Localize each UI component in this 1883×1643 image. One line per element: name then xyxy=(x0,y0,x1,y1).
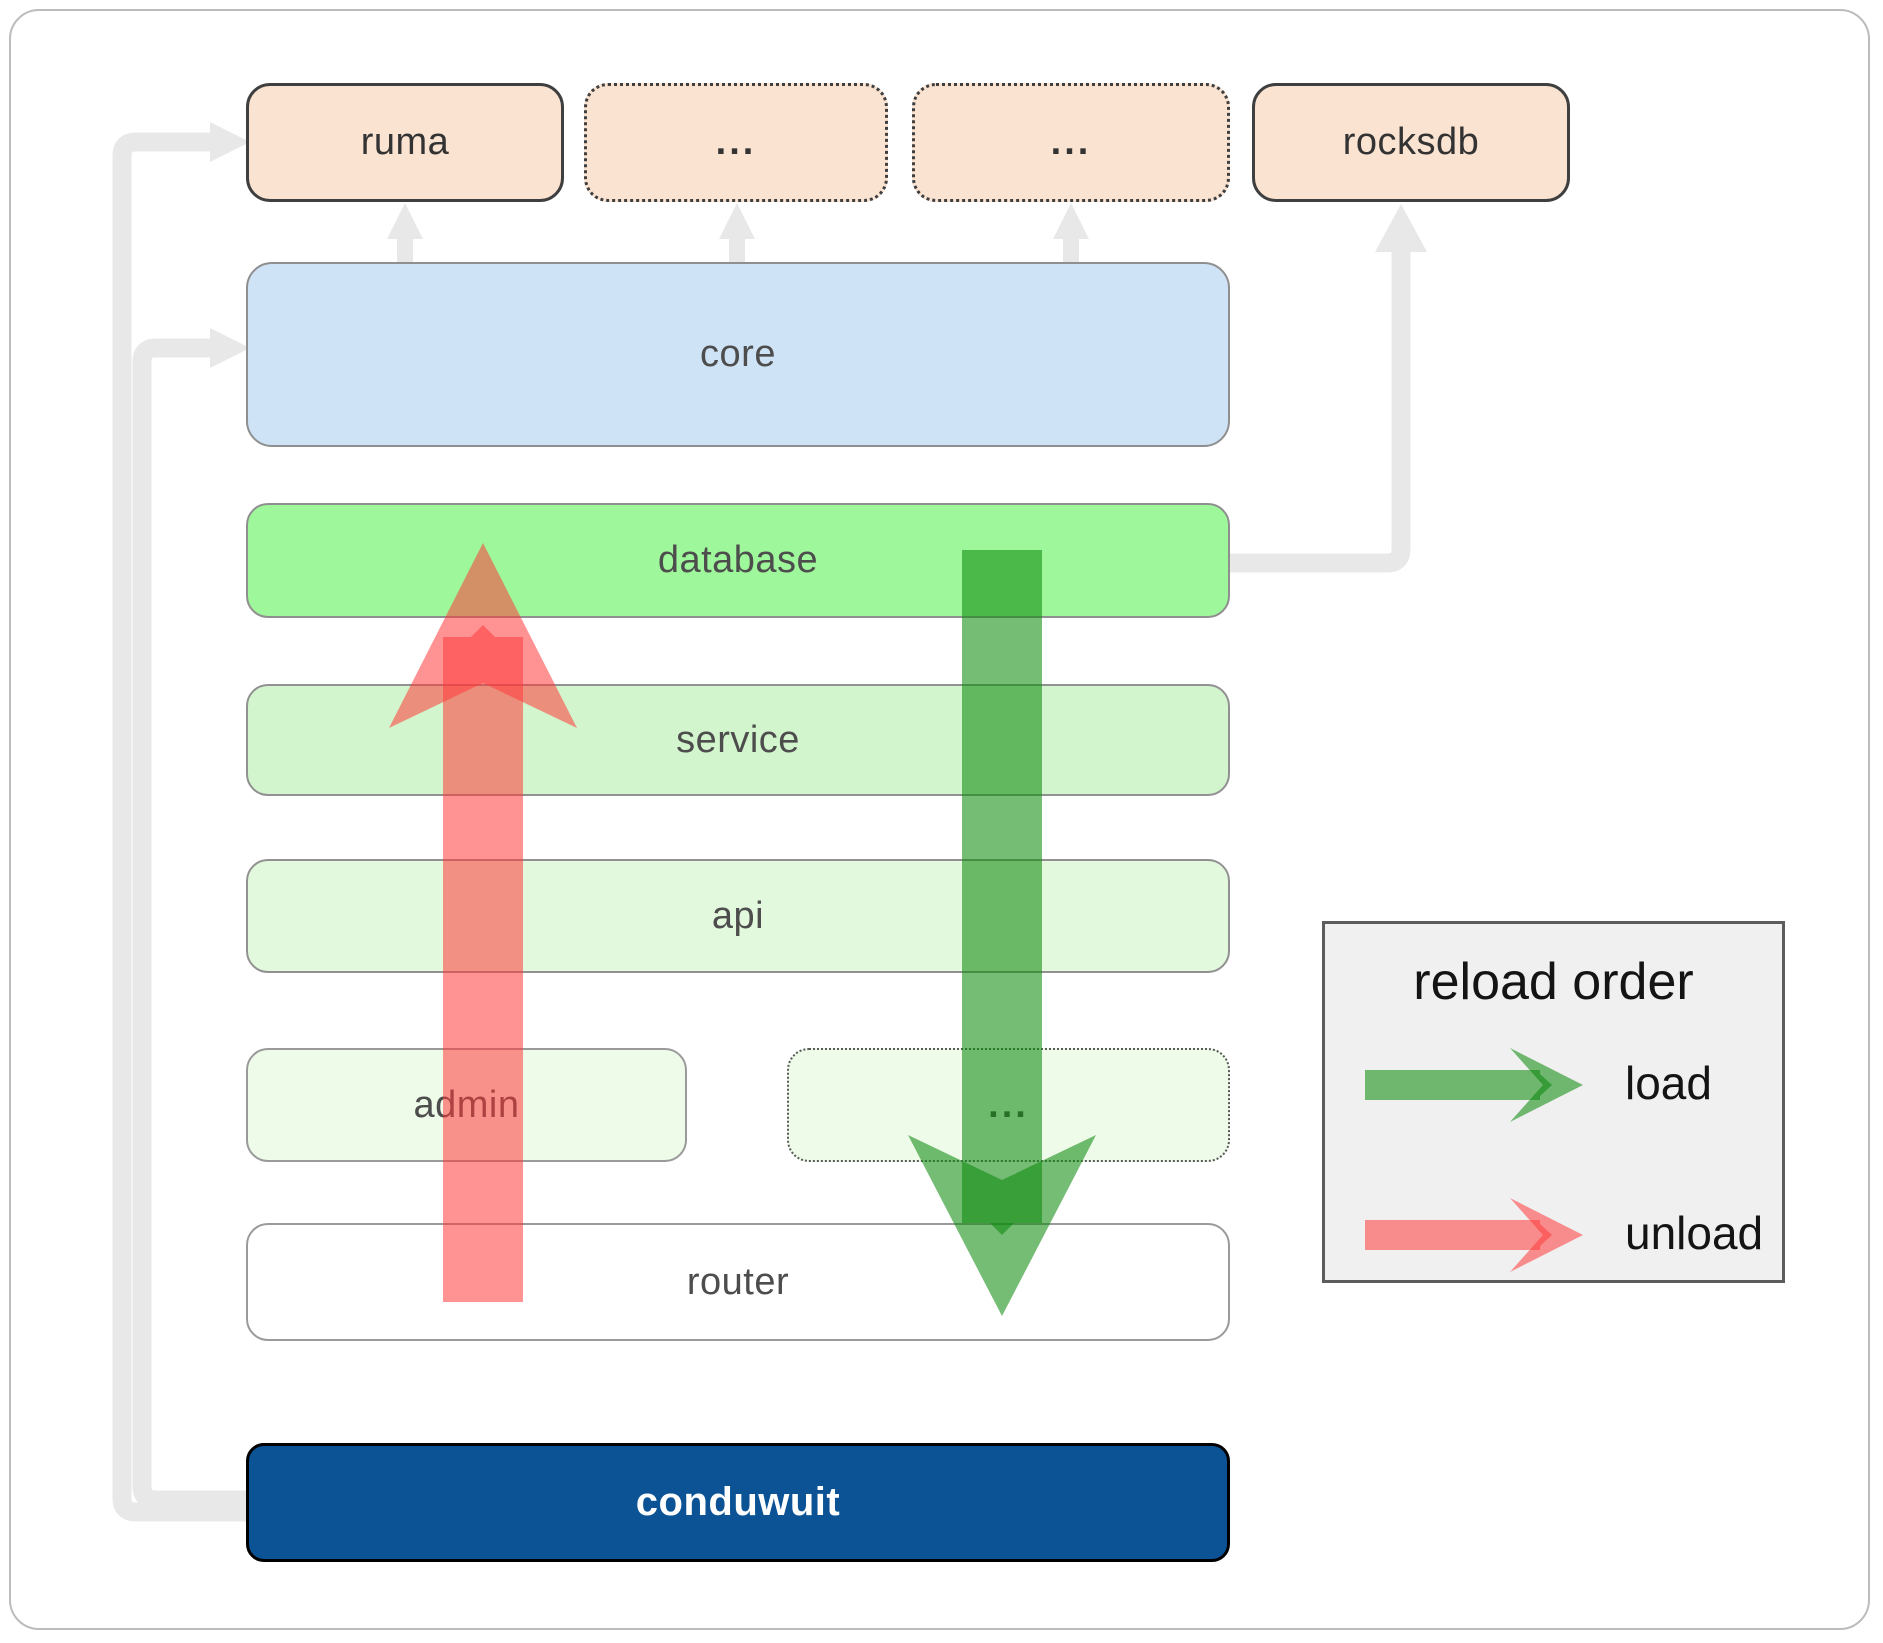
legend-title: reload order xyxy=(1413,953,1694,1011)
node-admin-label: admin xyxy=(413,1083,520,1126)
legend-load-arrow-icon xyxy=(1365,1048,1583,1122)
node-rocksdb: rocksdb xyxy=(1252,83,1570,202)
node-ruma-label: ruma xyxy=(360,121,450,163)
legend-unload-label: unload xyxy=(1625,1207,1764,1259)
node-database-label: database xyxy=(657,539,819,581)
node-core-label: core xyxy=(700,333,776,375)
node-database: database xyxy=(246,503,1230,618)
node-ellipsis-3-label: ... xyxy=(988,1083,1029,1126)
node-admin: admin xyxy=(246,1048,687,1162)
node-ellipsis-2-label: ... xyxy=(1050,121,1092,163)
node-ellipsis-3: ... xyxy=(787,1048,1230,1162)
node-api: api xyxy=(246,859,1230,973)
node-core: core xyxy=(246,262,1230,447)
node-ellipsis-1-label: ... xyxy=(715,121,757,163)
node-api-label: api xyxy=(711,894,765,937)
page-border-frame xyxy=(9,9,1870,1630)
node-service-label: service xyxy=(676,718,800,761)
node-router-label: router xyxy=(686,1260,790,1303)
node-ellipsis-2: ... xyxy=(912,83,1230,202)
node-conduwuit: conduwuit xyxy=(246,1443,1230,1562)
node-router: router xyxy=(246,1223,1230,1341)
node-ellipsis-1: ... xyxy=(584,83,888,202)
legend-reload-order: reload order load unload xyxy=(1322,921,1785,1283)
legend-load-label: load xyxy=(1625,1057,1712,1109)
node-ruma: ruma xyxy=(246,83,564,202)
legend-unload-arrow-icon xyxy=(1365,1198,1583,1272)
node-rocksdb-label: rocksdb xyxy=(1342,121,1480,163)
node-conduwuit-label: conduwuit xyxy=(635,1480,841,1524)
node-service: service xyxy=(246,684,1230,796)
